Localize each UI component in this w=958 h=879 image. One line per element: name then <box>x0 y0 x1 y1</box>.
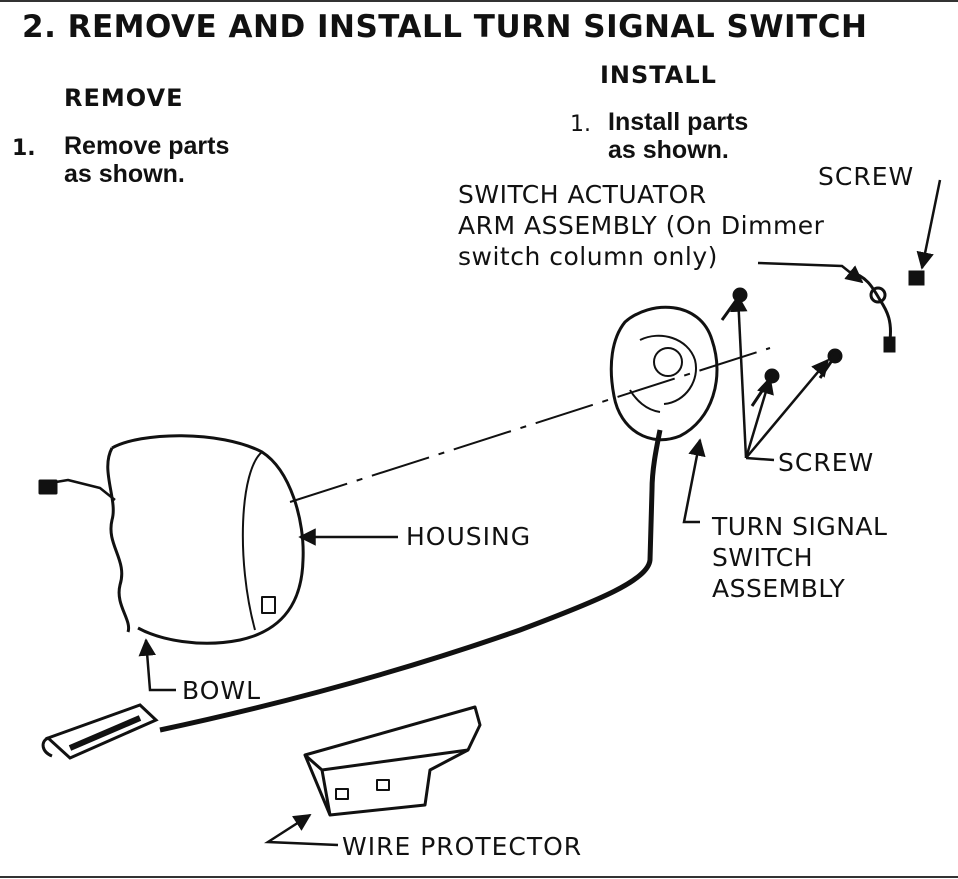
wire-connector-part <box>41 703 159 760</box>
leader-lines <box>138 179 942 847</box>
remove-step-number: 1. <box>12 136 36 161</box>
actuator-arm-part <box>849 270 925 353</box>
housing-label: HOUSING <box>406 522 532 551</box>
wire-protector-label: WIRE PROTECTOR <box>342 832 583 861</box>
center-line <box>289 347 771 503</box>
remove-step-line2: as shown. <box>64 160 185 188</box>
bowl-label: BOWL <box>182 676 262 705</box>
remove-heading: REMOVE <box>64 84 184 112</box>
wire-protector-part <box>303 705 482 817</box>
housing-part <box>38 434 305 645</box>
install-step-line1: Install parts <box>608 108 749 136</box>
screw-label-top: SCREW <box>818 162 915 191</box>
actuator-label-line2: ARM ASSEMBLY (On Dimmer <box>458 211 825 240</box>
turn-signal-switch-part <box>159 305 719 733</box>
actuator-label-line1: SWITCH ACTUATOR <box>458 180 707 209</box>
install-heading: INSTALL <box>600 61 717 89</box>
turn-signal-label-line3: ASSEMBLY <box>712 574 846 603</box>
turn-signal-label-line1: TURN SIGNAL <box>712 512 888 541</box>
page-title: 2. REMOVE AND INSTALL TURN SIGNAL SWITCH <box>22 9 868 45</box>
actuator-label-line3: switch column only) <box>458 242 718 271</box>
install-step-line2: as shown. <box>608 136 729 164</box>
remove-step-line1: Remove parts <box>64 132 230 160</box>
screw-label-middle: SCREW <box>778 448 875 477</box>
install-step-number: 1. <box>570 112 591 137</box>
turn-signal-label-line2: SWITCH <box>712 543 814 572</box>
